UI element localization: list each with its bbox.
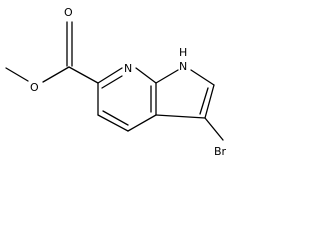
bromine-label: Br [214, 145, 227, 158]
bond-c3-c3a [155, 114, 206, 119]
bond-c3a-c4 [127, 114, 157, 132]
bond-c4-c5-a [97, 114, 129, 132]
bond-c4-c5-b [102, 110, 129, 126]
carbonyl-oxygen-label: O [64, 6, 73, 19]
bond-c6-n7-b [101, 75, 123, 89]
bond-methyl-ester-oxygen [5, 67, 29, 82]
bond-n7-c7a [135, 67, 157, 84]
bond-n1-c2 [190, 69, 215, 86]
bond-c7a-n1 [155, 69, 179, 84]
ester-oxygen-label: O [30, 81, 39, 94]
bond-c6-n7-a [97, 67, 123, 84]
pyridine-nitrogen-label: N [124, 62, 132, 75]
molecule-diagram: O O N H N Br [5, 6, 227, 158]
bonds [5, 21, 224, 141]
structure-canvas: O O N H N Br [5, 6, 227, 158]
bond-ester-oxygen-carbonyl [42, 66, 70, 83]
bond-c2-c3-a [204, 84, 215, 119]
bond-carbonyl-ring [68, 66, 99, 84]
bond-c3-bromine [204, 117, 224, 141]
pyrrole-nitrogen-label: N [179, 60, 187, 73]
bond-c2-c3-b [199, 87, 209, 115]
pyrrole-hydrogen-label: H [179, 46, 187, 59]
